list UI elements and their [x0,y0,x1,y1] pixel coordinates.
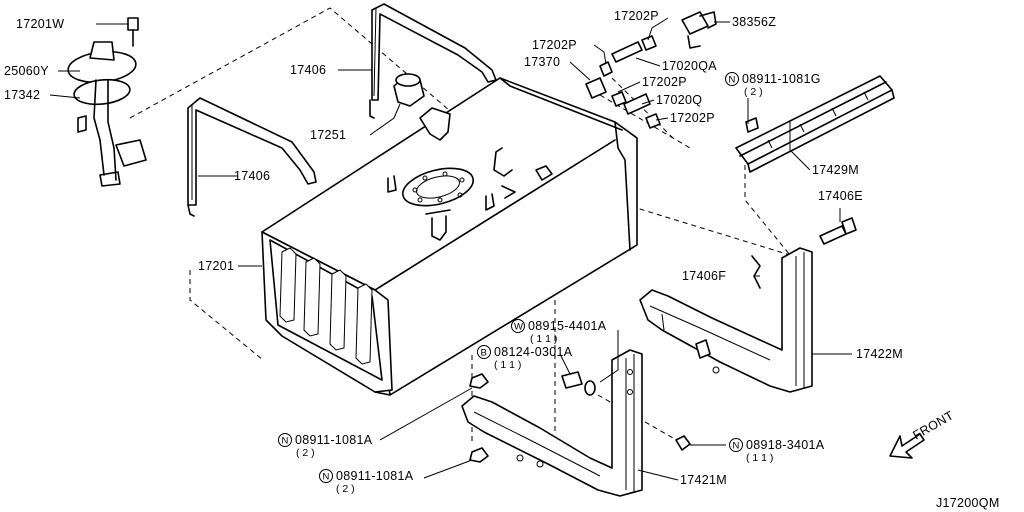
part-label-17202P-a: 17202P [532,38,577,52]
strap-bolt [819,217,857,245]
diagram-code: J17200QM [936,496,1000,510]
fastener-qty: ( 1 1 ) [494,359,521,371]
front-direction-arrow: FRONT [889,408,957,459]
fastener-prefix: N [323,472,330,483]
fastener-number-08124-0301A: 08124-0301A [494,345,573,359]
prefix-circle [725,72,739,86]
prefix-circle [477,345,491,359]
part-label-38356Z: 38356Z [732,15,776,29]
fastener-qty: ( 2 ) [336,483,355,495]
part-label-17422M: 17422M [856,347,903,361]
part-label-17421M: 17421M [680,473,727,487]
fastener-number-08911-1081G: 08911-1081G [742,72,821,86]
fastener-number-08918-3401A: 08918-3401A [746,438,825,452]
fastener-prefix: N [282,436,289,447]
part-label-17202P-b: 17202P [642,75,687,89]
left-frame-bracket [461,349,643,497]
part-label-17406-front: 17406 [234,169,270,183]
part-label-17406E: 17406E [818,189,863,203]
fastener-prefix: N [733,441,740,452]
fastener-qty: ( 2 ) [744,86,763,98]
fastener-prefix: B [481,348,487,359]
prefix-circle [319,469,333,483]
fastener-qty: ( 1 1 ) [746,452,773,464]
part-label-17406-rear: 17406 [290,63,326,77]
upper-support-rail [735,75,895,173]
fuel-sender-unit [67,17,147,187]
part-label-17370: 17370 [524,55,560,69]
hose-and-clip-group [585,11,717,129]
part-label-17406F: 17406F [682,269,726,283]
part-label-17429M: 17429M [812,163,859,177]
part-label-17342: 17342 [4,88,40,102]
fuel-tank [261,77,638,396]
fastener-prefix: W [514,322,523,333]
part-label-17201: 17201 [198,259,234,273]
filler-cap [393,73,425,107]
part-label-17251: 17251 [310,128,346,142]
part-label-17020Q: 17020Q [656,93,702,107]
part-label-17202P-c: 17202P [670,111,715,125]
part-label-17201W: 17201W [16,17,64,31]
fastener-qty: ( 2 ) [296,447,315,459]
leader-lines [49,17,852,481]
prefix-circle [729,438,743,452]
part-label-17202P-top: 17202P [614,9,659,23]
tank-strap-rear [369,3,497,119]
part-labels: 17201W 25060Y 17342 17406 17251 17406 17… [4,9,903,487]
right-frame-bracket [639,247,813,393]
fastener-qty: ( 1 1 ) [530,333,557,345]
front-label: FRONT [911,408,957,442]
fastener-labels: N 08911-1081G ( 2 ) W 08915-4401A ( 1 1 … [278,72,825,495]
prefix-circle [278,433,292,447]
fastener-hardware [469,255,761,463]
tank-strap-front [187,97,317,217]
part-label-25060Y: 25060Y [4,64,49,78]
prefix-circle [511,319,525,333]
fastener-number-08915-4401A: 08915-4401A [528,319,607,333]
part-label-17020QA: 17020QA [662,59,717,73]
fastener-number-08911-1081A: 08911-1081A [295,433,373,447]
fastener-prefix: N [729,75,736,86]
fastener-number-08911-1081A: 08911-1081A [336,469,414,483]
